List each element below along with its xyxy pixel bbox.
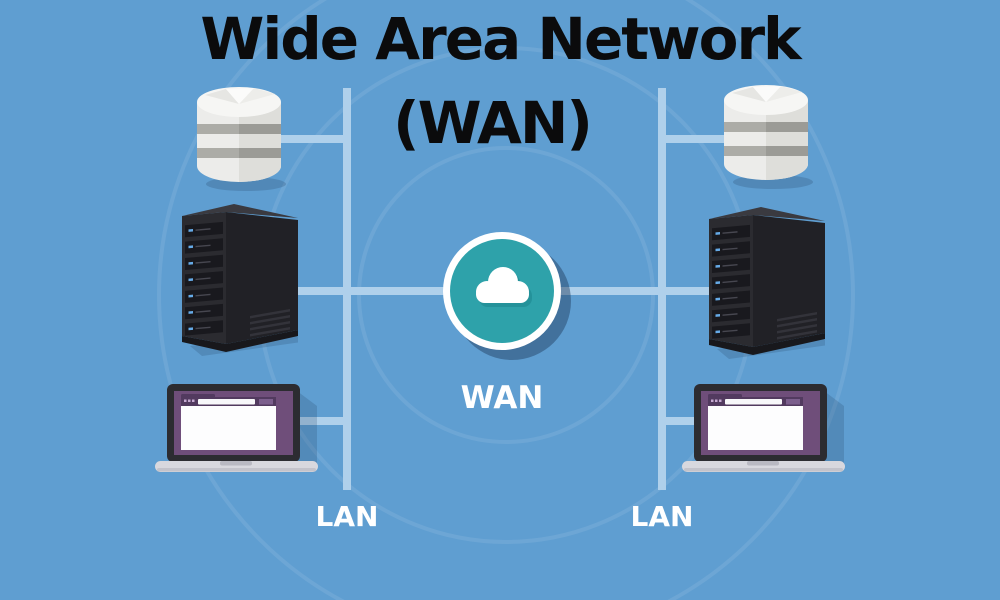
wan-hub-label: WAN: [460, 380, 544, 416]
page-title-abbreviation: (WAN): [393, 89, 593, 157]
cloud-icon: [439, 228, 575, 364]
server-rack-icon: [176, 202, 298, 358]
link-database-right: [658, 135, 726, 143]
link-database-left: [280, 135, 351, 143]
server-rack-icon: [703, 205, 825, 361]
database-icon: [719, 78, 815, 190]
link-laptop-left: [298, 417, 351, 425]
lan-label-left: LAN: [315, 500, 379, 533]
database-icon: [192, 80, 288, 192]
laptop-icon: [680, 382, 850, 478]
link-laptop-right: [658, 417, 702, 425]
page-title: Wide Area Network: [200, 5, 801, 73]
lan-label-right: LAN: [630, 500, 694, 533]
background-circle: [157, 0, 855, 600]
laptop-icon: [153, 382, 323, 478]
